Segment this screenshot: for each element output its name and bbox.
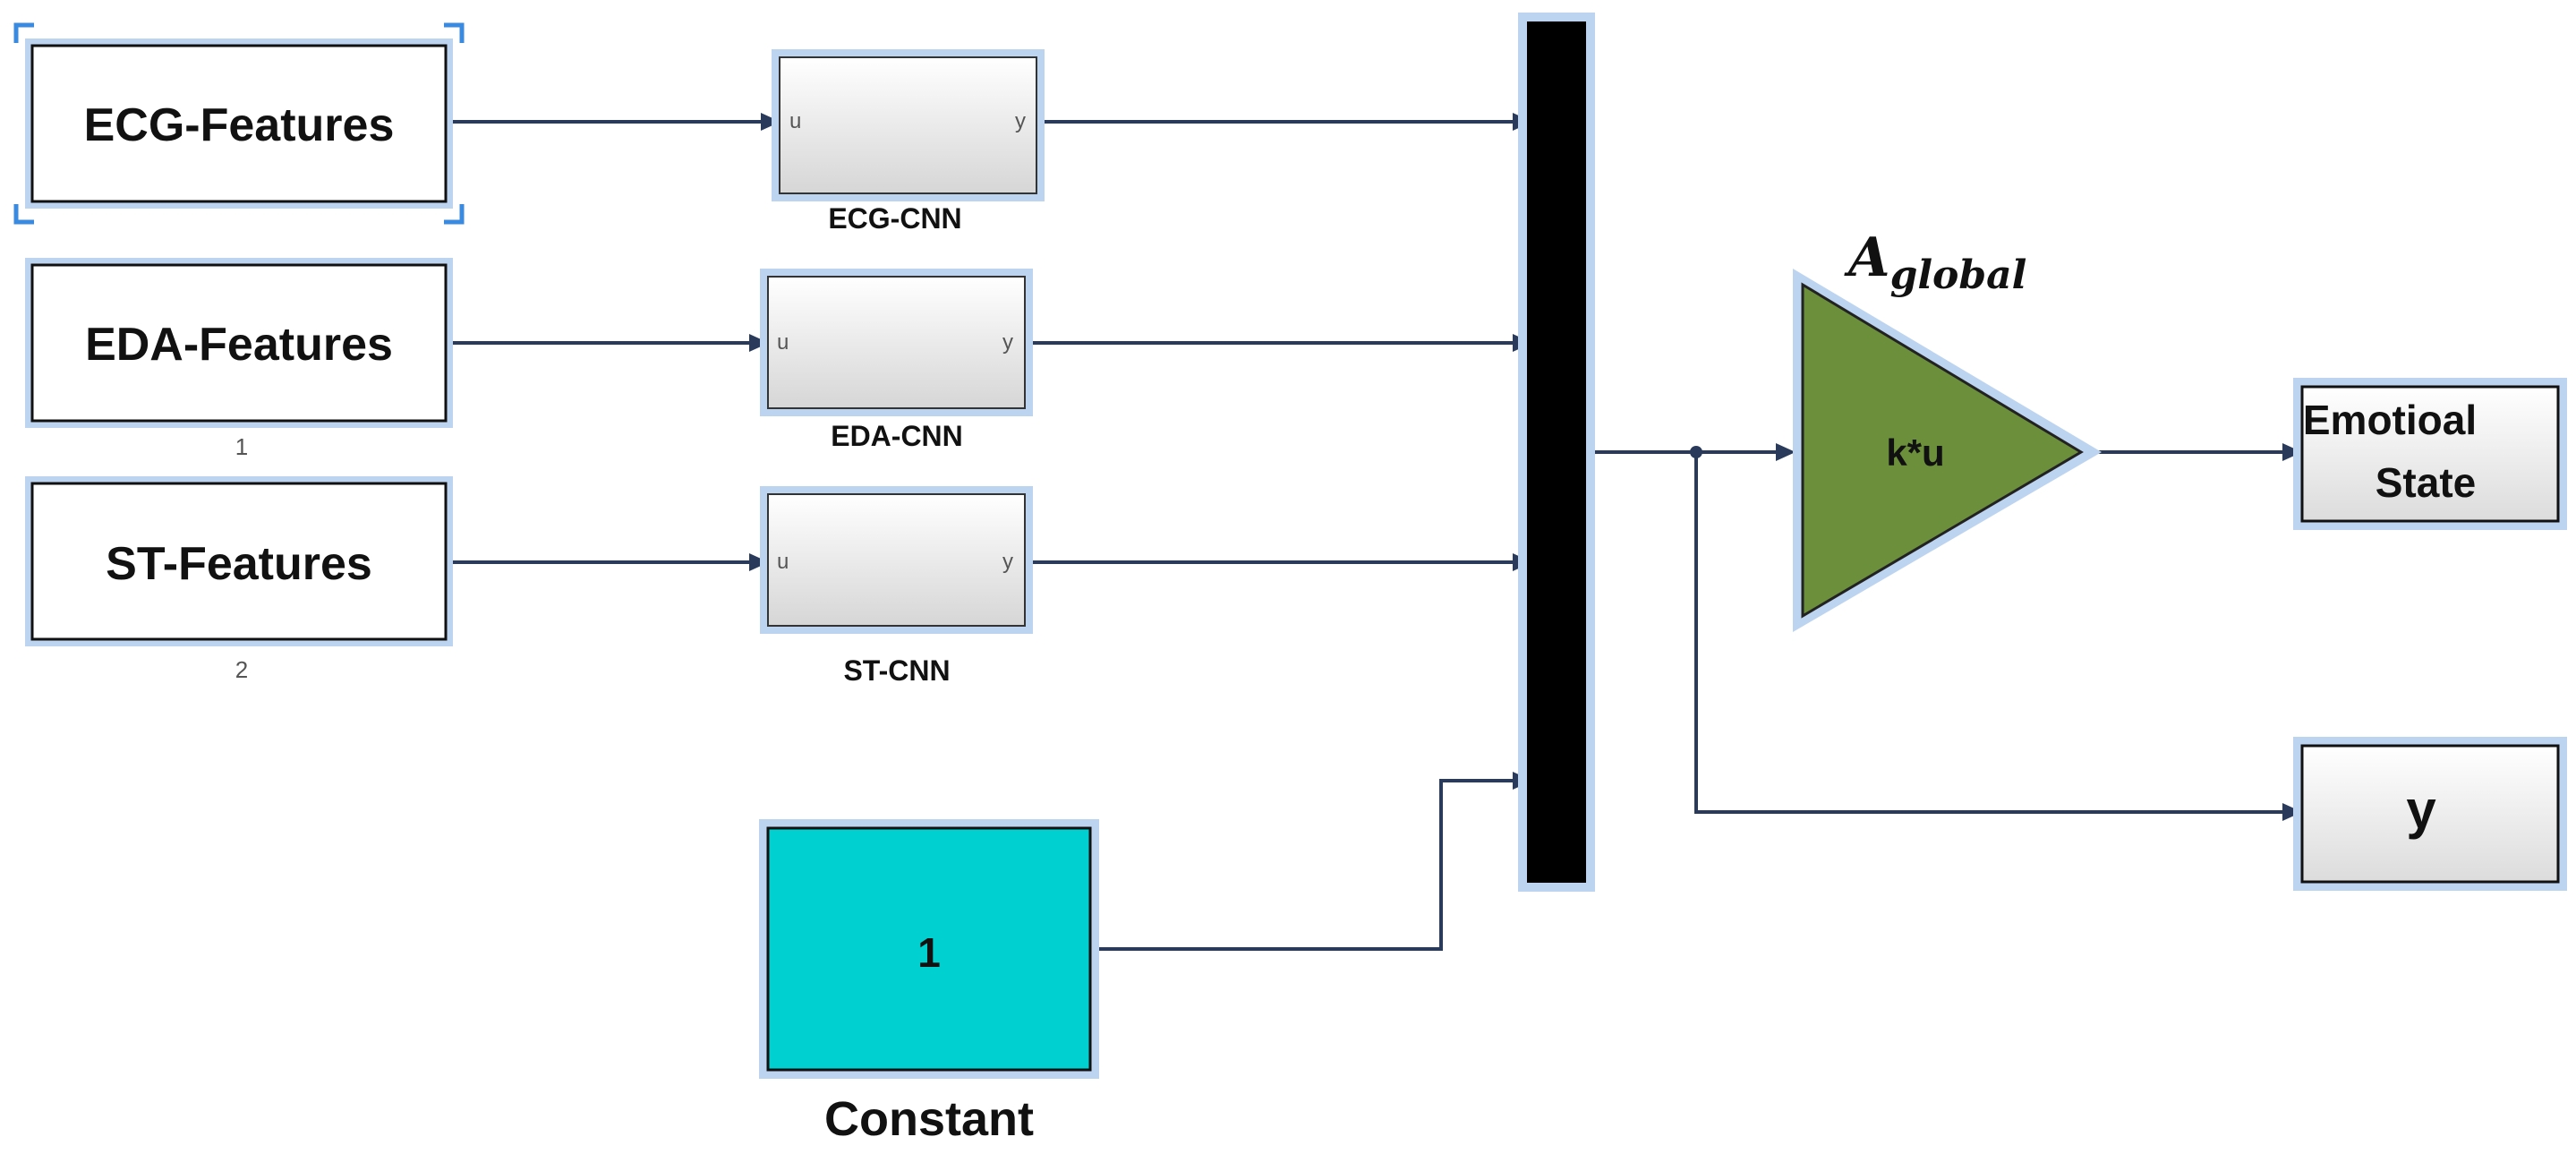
constant-value: 1 xyxy=(917,929,941,976)
arrowhead xyxy=(2282,443,2302,461)
input-block-eda-features[interactable]: EDA-Features xyxy=(25,258,453,428)
subsystem-label: ST-CNN xyxy=(843,654,950,687)
input-label: ST-Features xyxy=(106,538,372,590)
gain-block[interactable]: k*u xyxy=(1793,269,2102,632)
arrowhead xyxy=(749,334,769,352)
subsystem-out-port: y xyxy=(1015,109,1026,133)
mux-block[interactable] xyxy=(1518,13,1595,892)
branch-point xyxy=(1690,446,1702,458)
constant-block[interactable]: 1 xyxy=(759,819,1099,1079)
output-block-y[interactable]: y xyxy=(2293,737,2567,891)
input-block-ecg-features[interactable]: ECG-Features xyxy=(25,38,453,209)
input-port-number: 1 xyxy=(235,433,248,460)
subsystem-label: EDA-CNN xyxy=(831,420,963,452)
line-branch-to-y[interactable] xyxy=(1694,452,2287,814)
line-constant-to-mux[interactable] xyxy=(1092,779,1522,951)
subsystem-st-cnn[interactable]: u y xyxy=(760,486,1033,634)
output-label-line1: Emotioal xyxy=(2303,397,2477,443)
signal-lines xyxy=(448,120,2287,951)
constant-label: Constant xyxy=(824,1092,1034,1146)
gain-label-main: A xyxy=(1844,227,1890,289)
gain-label: Aglobal xyxy=(1844,227,2026,298)
subsystem-eda-cnn[interactable]: u y xyxy=(760,269,1033,416)
subsystem-in-port: u xyxy=(777,550,789,574)
subsystem-label: ECG-CNN xyxy=(828,202,961,235)
input-label: EDA-Features xyxy=(85,319,393,371)
gain-label-subscript: global xyxy=(1890,252,2027,298)
output-label-line2: State xyxy=(2376,459,2476,506)
selection-handles xyxy=(13,22,465,225)
subsystem-in-port: u xyxy=(789,109,801,133)
output-block-emotional-state[interactable]: Emotioal State xyxy=(2293,378,2567,530)
input-port-number: 2 xyxy=(235,656,248,683)
subsystem-out-port: y xyxy=(1002,330,1013,355)
arrowhead xyxy=(1776,443,1796,461)
subsystem-out-port: y xyxy=(1002,550,1013,574)
arrowhead xyxy=(749,553,769,571)
subsystem-in-port: u xyxy=(777,330,789,355)
gain-expression: k*u xyxy=(1886,432,1944,474)
arrowhead xyxy=(2282,803,2302,821)
input-block-st-features[interactable]: ST-Features xyxy=(25,476,453,646)
subsystem-ecg-cnn[interactable]: u y xyxy=(772,49,1045,201)
arrowhead xyxy=(761,113,780,131)
input-label: ECG-Features xyxy=(84,99,395,151)
output-label-y: y xyxy=(2406,780,2436,840)
arrowheads xyxy=(749,113,2302,821)
